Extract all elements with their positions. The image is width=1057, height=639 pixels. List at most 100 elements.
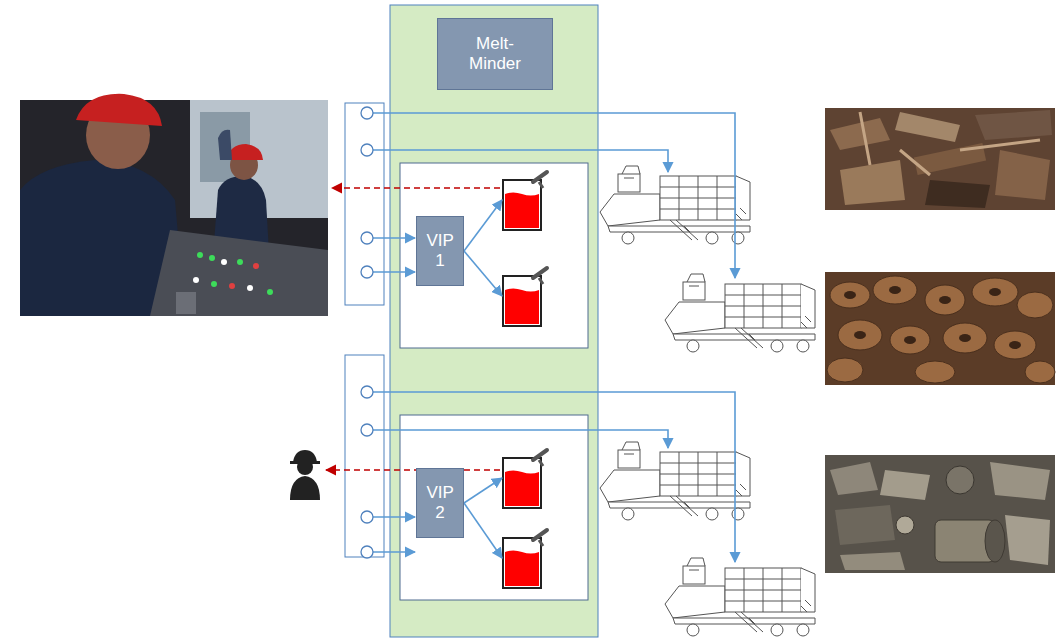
scrap-disc — [943, 323, 987, 353]
console-light — [197, 252, 203, 258]
scrap-disc — [915, 361, 955, 383]
scrap-disc — [925, 285, 965, 315]
scrap-piece — [860, 112, 1040, 175]
vip-box: VIP 2 — [416, 468, 464, 538]
scrap-piece — [975, 110, 1052, 140]
scrap-disc — [830, 282, 870, 308]
vip-box: VIP 1 — [416, 216, 464, 286]
signal-wire — [373, 430, 668, 448]
photo-background — [825, 455, 1055, 573]
console-light — [253, 263, 259, 269]
feedback-arrow — [332, 187, 500, 189]
connector-port — [361, 511, 373, 523]
scrap-piece — [840, 160, 905, 205]
furnace — [503, 172, 547, 230]
connector-strip — [345, 355, 384, 557]
furnace — [503, 268, 547, 326]
console-light — [247, 285, 253, 291]
worker-hat — [293, 450, 317, 462]
scrap-piece — [946, 466, 974, 494]
scrap-photo — [825, 455, 1055, 573]
console-light — [193, 277, 199, 283]
disc-hole — [904, 336, 916, 344]
furnace-group — [400, 163, 588, 348]
connector-port — [361, 386, 373, 398]
photo-background — [825, 272, 1055, 385]
furnace — [503, 530, 547, 588]
console-light — [229, 283, 235, 289]
furnace-group — [400, 415, 588, 600]
scrap-piece — [830, 118, 890, 150]
worker-icon — [290, 450, 320, 500]
scrap-piece — [840, 552, 905, 570]
scrap-piece — [880, 470, 930, 500]
scrap-disc — [972, 278, 1018, 306]
scrap-disc — [890, 326, 930, 354]
connector-port — [361, 107, 373, 119]
scrap-disc — [1025, 361, 1055, 383]
scrap-piece — [896, 516, 914, 534]
scrap-piece — [990, 462, 1050, 500]
disc-hole — [1009, 341, 1021, 349]
charging-machine — [665, 558, 815, 636]
disc-hole — [989, 288, 1001, 296]
scrap-disc — [994, 331, 1036, 359]
signal-wire — [373, 271, 415, 273]
scrap-piece — [830, 462, 878, 495]
console-light — [267, 289, 273, 295]
connector-strip — [345, 103, 384, 305]
signal-wire — [464, 478, 502, 503]
connector-port — [361, 266, 373, 278]
disc-hole — [889, 286, 901, 294]
console-light — [237, 259, 243, 265]
furnace — [503, 450, 547, 508]
signal-wire — [373, 551, 415, 553]
charging-machine — [600, 166, 750, 244]
charging-machine — [600, 442, 750, 520]
signal-wire — [373, 237, 415, 239]
scrap-disc — [873, 276, 917, 304]
scrap-photo — [825, 108, 1055, 210]
worker-body — [290, 476, 320, 500]
scrap-disc — [827, 358, 863, 382]
pipe-fitting — [985, 520, 1005, 562]
scrap-piece — [925, 180, 990, 208]
connector-port — [361, 144, 373, 156]
console-light — [211, 281, 217, 287]
connector-port — [361, 546, 373, 558]
photo-background — [825, 108, 1055, 210]
signal-wire — [373, 516, 415, 518]
charging-machine — [665, 274, 815, 352]
connector-port — [361, 424, 373, 436]
signal-wire — [373, 392, 735, 562]
disc-hole — [959, 334, 971, 342]
hard-hat — [76, 94, 162, 126]
disc-hole — [854, 331, 866, 339]
scrap-disc — [1017, 292, 1053, 318]
scrap-piece — [1005, 515, 1050, 565]
photo-background — [20, 100, 328, 316]
joystick — [176, 292, 196, 314]
operators-photo — [20, 94, 328, 316]
node-label: VIP 1 — [426, 231, 453, 272]
disc-hole — [939, 296, 951, 304]
scrap-disc — [838, 320, 882, 350]
feedback-arrow — [326, 469, 500, 471]
scrap-piece — [895, 112, 960, 142]
console-light — [221, 259, 227, 265]
scrap-piece — [995, 150, 1050, 200]
system-band — [390, 5, 598, 637]
connector-port — [361, 232, 373, 244]
disc-hole — [844, 291, 856, 299]
node-label: Melt- Minder — [469, 34, 521, 75]
scrap-photo — [825, 272, 1055, 385]
signal-wire — [464, 503, 502, 558]
node-label: VIP 2 — [426, 483, 453, 524]
melt-minder-box: Melt- Minder — [437, 18, 553, 90]
signal-wire — [464, 251, 502, 296]
signal-wire — [373, 150, 668, 172]
worker — [218, 130, 232, 160]
